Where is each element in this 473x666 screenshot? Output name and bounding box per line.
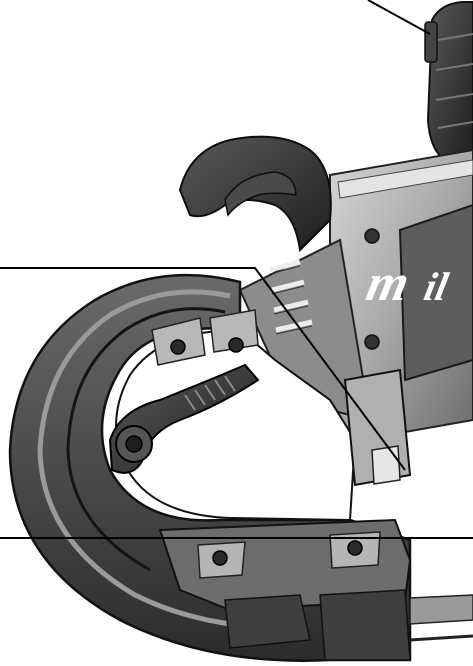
vent-fins <box>238 238 372 422</box>
battery-pack <box>424 1 473 162</box>
leader-line-guide <box>0 267 406 471</box>
leader-line-battery <box>367 0 431 35</box>
front-handle <box>178 135 332 253</box>
motor-housing: m il <box>329 148 473 442</box>
blade-guide-block <box>343 368 412 487</box>
pivot-plates <box>151 309 259 366</box>
saw-blade <box>409 634 473 642</box>
blade-guard <box>8 273 473 662</box>
blade-tension-lever <box>108 363 260 474</box>
leader-lines <box>0 0 473 539</box>
